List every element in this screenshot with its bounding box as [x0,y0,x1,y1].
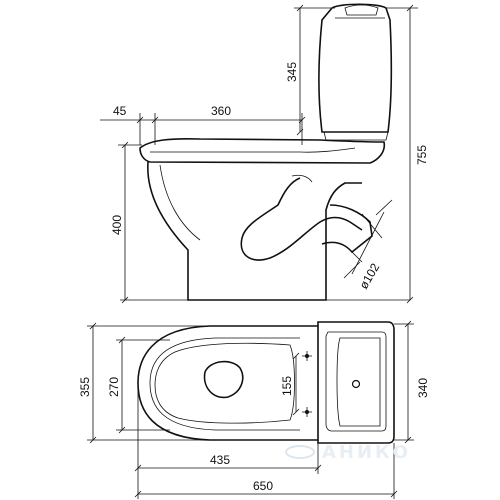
dim-102-ext-1 [375,199,393,216]
bowl-opening [203,360,244,399]
dim-270-ticks [118,336,126,434]
tank-top-inner [325,331,387,432]
bowl-top-outline [137,325,318,441]
dim-650-label: 650 [253,479,273,493]
dim-270-ext [116,339,170,431]
bowl-body [147,161,362,301]
dim-755-ticks [406,4,414,304]
dim-155-ticks [292,352,300,416]
dim-650-ext [137,443,395,499]
dim-400-ticks [121,141,129,304]
bowl-front-curve [159,164,201,241]
outlet-end [361,213,383,239]
dim-340-label: 340 [416,378,430,398]
side-view: 45 360 345 755 400 ø102 [100,3,429,304]
trapway-inner [291,174,313,183]
dim-355-ticks [89,322,97,444]
dim-355-label: 355 [78,377,92,397]
outlet-pipe [321,204,373,254]
dim-102-label: ø102 [356,261,382,292]
seat-rim [139,137,386,164]
dim-435-label: 435 [210,453,230,467]
dim-345-label: 345 [285,62,299,82]
dim-400-label: 400 [110,215,124,235]
tank-top-outline [317,321,395,444]
seat-lid-edge [150,147,356,153]
bolt-hole-top [305,354,309,358]
dim-755-label: 755 [415,145,429,165]
trapway [240,177,363,261]
dim-270-label: 270 [107,377,121,397]
dim-340-ticks [404,320,412,444]
tank-outline [318,3,393,133]
watermark-swoosh-icon [285,445,315,459]
dim-345-ticks [296,4,304,136]
dim-102-line [351,211,385,275]
tank-top-recess [336,337,381,427]
flush-button [351,379,361,389]
tank-base [323,131,389,141]
bolt-hole-bottom [305,410,309,414]
dim-45-label: 45 [113,104,127,118]
dim-435-ticks [134,464,322,472]
watermark: АНИКО [285,442,411,463]
bowl-top-inner [149,337,300,431]
top-view: 155 355 270 340 435 650 [78,320,430,499]
dim-650-ticks [134,490,398,498]
dim-155-label: 155 [280,376,294,396]
dim-102-ext-2 [343,261,361,279]
tank-lid-cap [344,4,379,16]
dim-360-label: 360 [211,104,231,118]
seat-ring [154,342,295,424]
watermark-text: АНИКО [322,442,411,463]
dim-340-ext [394,323,414,441]
dim-355-ext [87,325,215,441]
